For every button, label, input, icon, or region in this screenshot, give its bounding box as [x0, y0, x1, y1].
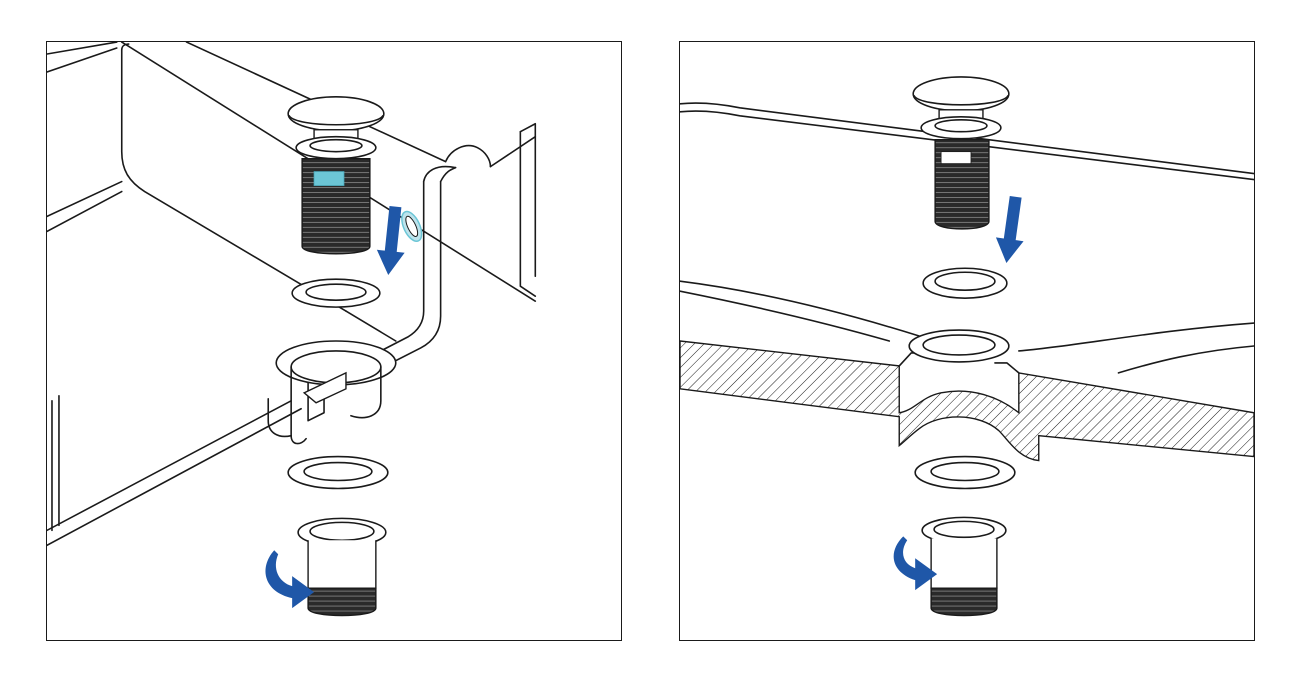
down-arrow	[376, 206, 405, 276]
waste-body	[921, 516, 1007, 617]
basin-surface	[680, 102, 1254, 374]
left-diagram-svg	[47, 42, 537, 617]
lower-seal-ring	[914, 455, 1016, 490]
rotate-arrow	[893, 536, 938, 591]
drain-hole	[267, 340, 397, 445]
upper-seal-ring	[291, 278, 381, 308]
popup-plug	[912, 76, 1010, 230]
overflow-hole	[405, 215, 419, 237]
left-diagram-panel	[46, 41, 622, 641]
thread-label	[313, 171, 345, 186]
thread-label	[940, 151, 972, 165]
basin-cross-section	[680, 340, 1254, 462]
right-diagram-svg	[680, 76, 1254, 617]
waste-body	[297, 517, 387, 617]
popup-plug	[287, 96, 385, 255]
rotate-arrow	[265, 550, 315, 609]
upper-seal-ring	[922, 267, 1008, 299]
overflow-channel	[345, 165, 457, 377]
right-diagram-panel	[679, 41, 1255, 641]
basin-outline	[47, 42, 537, 547]
lower-seal-ring	[287, 455, 389, 490]
down-arrow	[995, 196, 1024, 263]
drain-opening	[908, 329, 1010, 363]
